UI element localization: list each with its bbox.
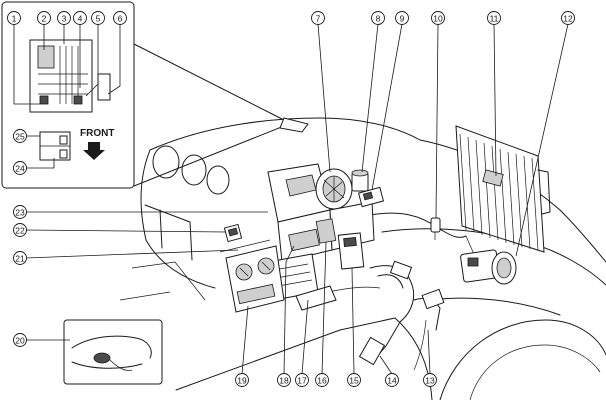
callout-number: 1 [12, 14, 17, 24]
callout-22: 22 [13, 223, 27, 237]
callout-18: 18 [277, 373, 291, 387]
callout-circle [277, 373, 291, 387]
callout-circle [487, 11, 501, 25]
callout-circle [315, 373, 329, 387]
climate-control-panel [225, 245, 285, 313]
junction-box-inset: FRONT [1, 1, 135, 189]
callout-circle [311, 11, 325, 25]
callout-12: 12 [561, 11, 575, 25]
callout-13: 13 [423, 373, 437, 387]
callout-circle [295, 373, 309, 387]
callout-16: 16 [315, 373, 329, 387]
callout-number: 5 [96, 14, 101, 24]
callout-11: 11 [487, 11, 501, 25]
callout-number: 18 [279, 376, 289, 386]
callout-number: 21 [15, 254, 25, 264]
callout-number: 25 [15, 132, 25, 142]
callout-circle [395, 11, 409, 25]
callout-number: 10 [433, 14, 443, 24]
callout-number: 23 [15, 208, 25, 218]
callout-21: 21 [13, 251, 27, 265]
callout-circle [13, 205, 27, 219]
callout-number: 12 [563, 14, 573, 24]
callout-number: 2 [42, 14, 47, 24]
callout-circle [423, 373, 437, 387]
inset-leader [133, 43, 309, 187]
callout-number: 4 [78, 14, 83, 24]
callout-23: 23 [13, 205, 27, 219]
callout-circle [385, 373, 399, 387]
callout-number: 3 [62, 14, 67, 24]
callout-4: 4 [73, 11, 87, 25]
callout-15: 15 [347, 373, 361, 387]
callout-number: 20 [15, 336, 25, 346]
callout-circle [347, 373, 361, 387]
callout-circle [91, 11, 105, 25]
callout-circle [57, 11, 71, 25]
callout-circle [13, 129, 27, 143]
callout-circle [7, 11, 21, 25]
callout-6: 6 [113, 11, 127, 25]
callout-3: 3 [57, 11, 71, 25]
callout-number: 14 [387, 376, 397, 386]
callout-circle [235, 373, 249, 387]
hvac-unit [267, 163, 375, 311]
callout-7: 7 [311, 11, 325, 25]
callout-number: 6 [118, 14, 123, 24]
callout-number: 24 [15, 164, 25, 174]
callout-circle [561, 11, 575, 25]
callout-number: 9 [400, 14, 405, 24]
sensor-22 [223, 223, 243, 243]
callout-17: 17 [295, 373, 309, 387]
component-8 [351, 169, 369, 192]
callout-circle [113, 11, 127, 25]
component-9 [357, 186, 385, 208]
refrigerant-piping [358, 260, 445, 371]
callout-circle [37, 11, 51, 25]
callout-10: 10 [431, 11, 445, 25]
callout-circle [13, 161, 27, 175]
callout-number: 15 [349, 376, 359, 386]
callout-circle [13, 333, 27, 347]
callout-8: 8 [371, 11, 385, 25]
callout-number: 13 [425, 376, 435, 386]
callout-number: 11 [490, 14, 499, 24]
callout-number: 8 [376, 14, 381, 24]
callout-circle [431, 11, 445, 25]
callout-number: 7 [316, 14, 321, 24]
callout-25: 25 [13, 129, 27, 143]
callout-number: 17 [297, 376, 307, 386]
leader-lines [13, 23, 569, 375]
callout-number: 19 [237, 376, 247, 386]
callout-14: 14 [385, 373, 399, 387]
callout-24: 24 [13, 161, 27, 175]
callout-number: 16 [317, 376, 327, 386]
callout-number: 22 [15, 226, 25, 236]
front-label: FRONT [80, 128, 114, 139]
callout-circle [13, 223, 27, 237]
sunload-sensor-inset [63, 319, 163, 385]
compressor [460, 249, 517, 285]
callout-circle [371, 11, 385, 25]
callout-5: 5 [91, 11, 105, 25]
pressure-switch-10 [430, 217, 441, 240]
callout-19: 19 [235, 373, 249, 387]
callout-20: 20 [13, 333, 27, 347]
callout-circle [73, 11, 87, 25]
callout-circle [13, 251, 27, 265]
callout-1: 1 [7, 11, 21, 25]
callout-2: 2 [37, 11, 51, 25]
callout-9: 9 [395, 11, 409, 25]
condenser [455, 125, 551, 253]
